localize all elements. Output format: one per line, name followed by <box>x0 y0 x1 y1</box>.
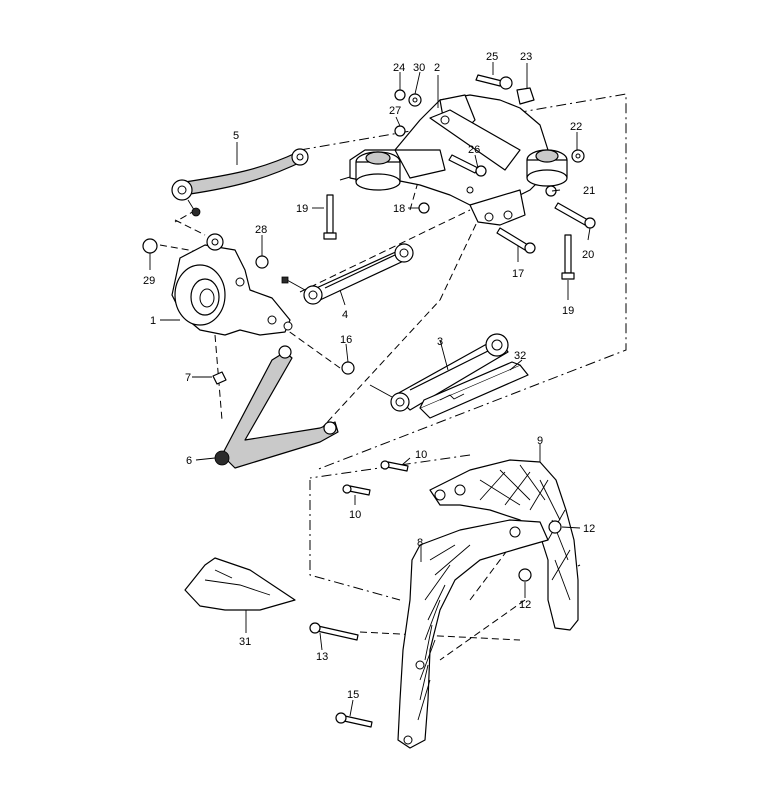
callout-15: 15 <box>347 689 359 701</box>
callout-19a: 19 <box>296 203 308 215</box>
callout-24: 24 <box>393 62 405 74</box>
callout-18: 18 <box>393 203 405 215</box>
callout-1: 1 <box>150 315 156 327</box>
callout-12a: 12 <box>583 523 595 535</box>
callout-16: 16 <box>340 334 352 346</box>
callout-8: 8 <box>417 537 423 549</box>
callout-3: 3 <box>437 336 443 348</box>
callout-6: 6 <box>186 455 192 467</box>
callout-5: 5 <box>233 130 239 142</box>
callout-22: 22 <box>570 121 582 133</box>
callout-19b: 19 <box>562 305 574 317</box>
callout-21: 21 <box>583 185 595 197</box>
underbody-cover <box>184 557 296 611</box>
callout-20: 20 <box>582 249 594 261</box>
callout-7: 7 <box>185 372 191 384</box>
callout-25: 25 <box>486 51 498 63</box>
callout-4: 4 <box>342 309 348 321</box>
callout-30: 30 <box>413 62 425 74</box>
lower-wishbone <box>214 345 339 469</box>
lower-control-arm <box>369 333 509 412</box>
callout-26: 26 <box>468 144 480 156</box>
callout-29: 29 <box>143 275 155 287</box>
callout-10b: 10 <box>349 509 361 521</box>
callout-28: 28 <box>255 224 267 236</box>
leader-lines <box>149 62 591 717</box>
callout-27: 27 <box>389 105 401 117</box>
callout-12b: 12 <box>519 599 531 611</box>
lower-brace <box>397 519 549 749</box>
callout-10a: 10 <box>415 449 427 461</box>
callout-9: 9 <box>537 435 543 447</box>
rear-axle-subframe <box>349 94 568 226</box>
callout-2: 2 <box>434 62 440 74</box>
control-arm-cover <box>419 361 529 419</box>
fasteners <box>142 74 596 728</box>
callout-labels: 1 2 3 4 5 6 7 8 9 10 10 12 12 13 15 16 1… <box>143 51 595 701</box>
upper-control-link <box>171 148 309 217</box>
callout-13: 13 <box>316 651 328 663</box>
callout-23: 23 <box>520 51 532 63</box>
callout-32: 32 <box>514 350 526 362</box>
callout-17: 17 <box>512 268 524 280</box>
toe-control-link <box>281 243 414 305</box>
wheel-carrier <box>171 233 293 336</box>
callout-31: 31 <box>239 636 251 648</box>
